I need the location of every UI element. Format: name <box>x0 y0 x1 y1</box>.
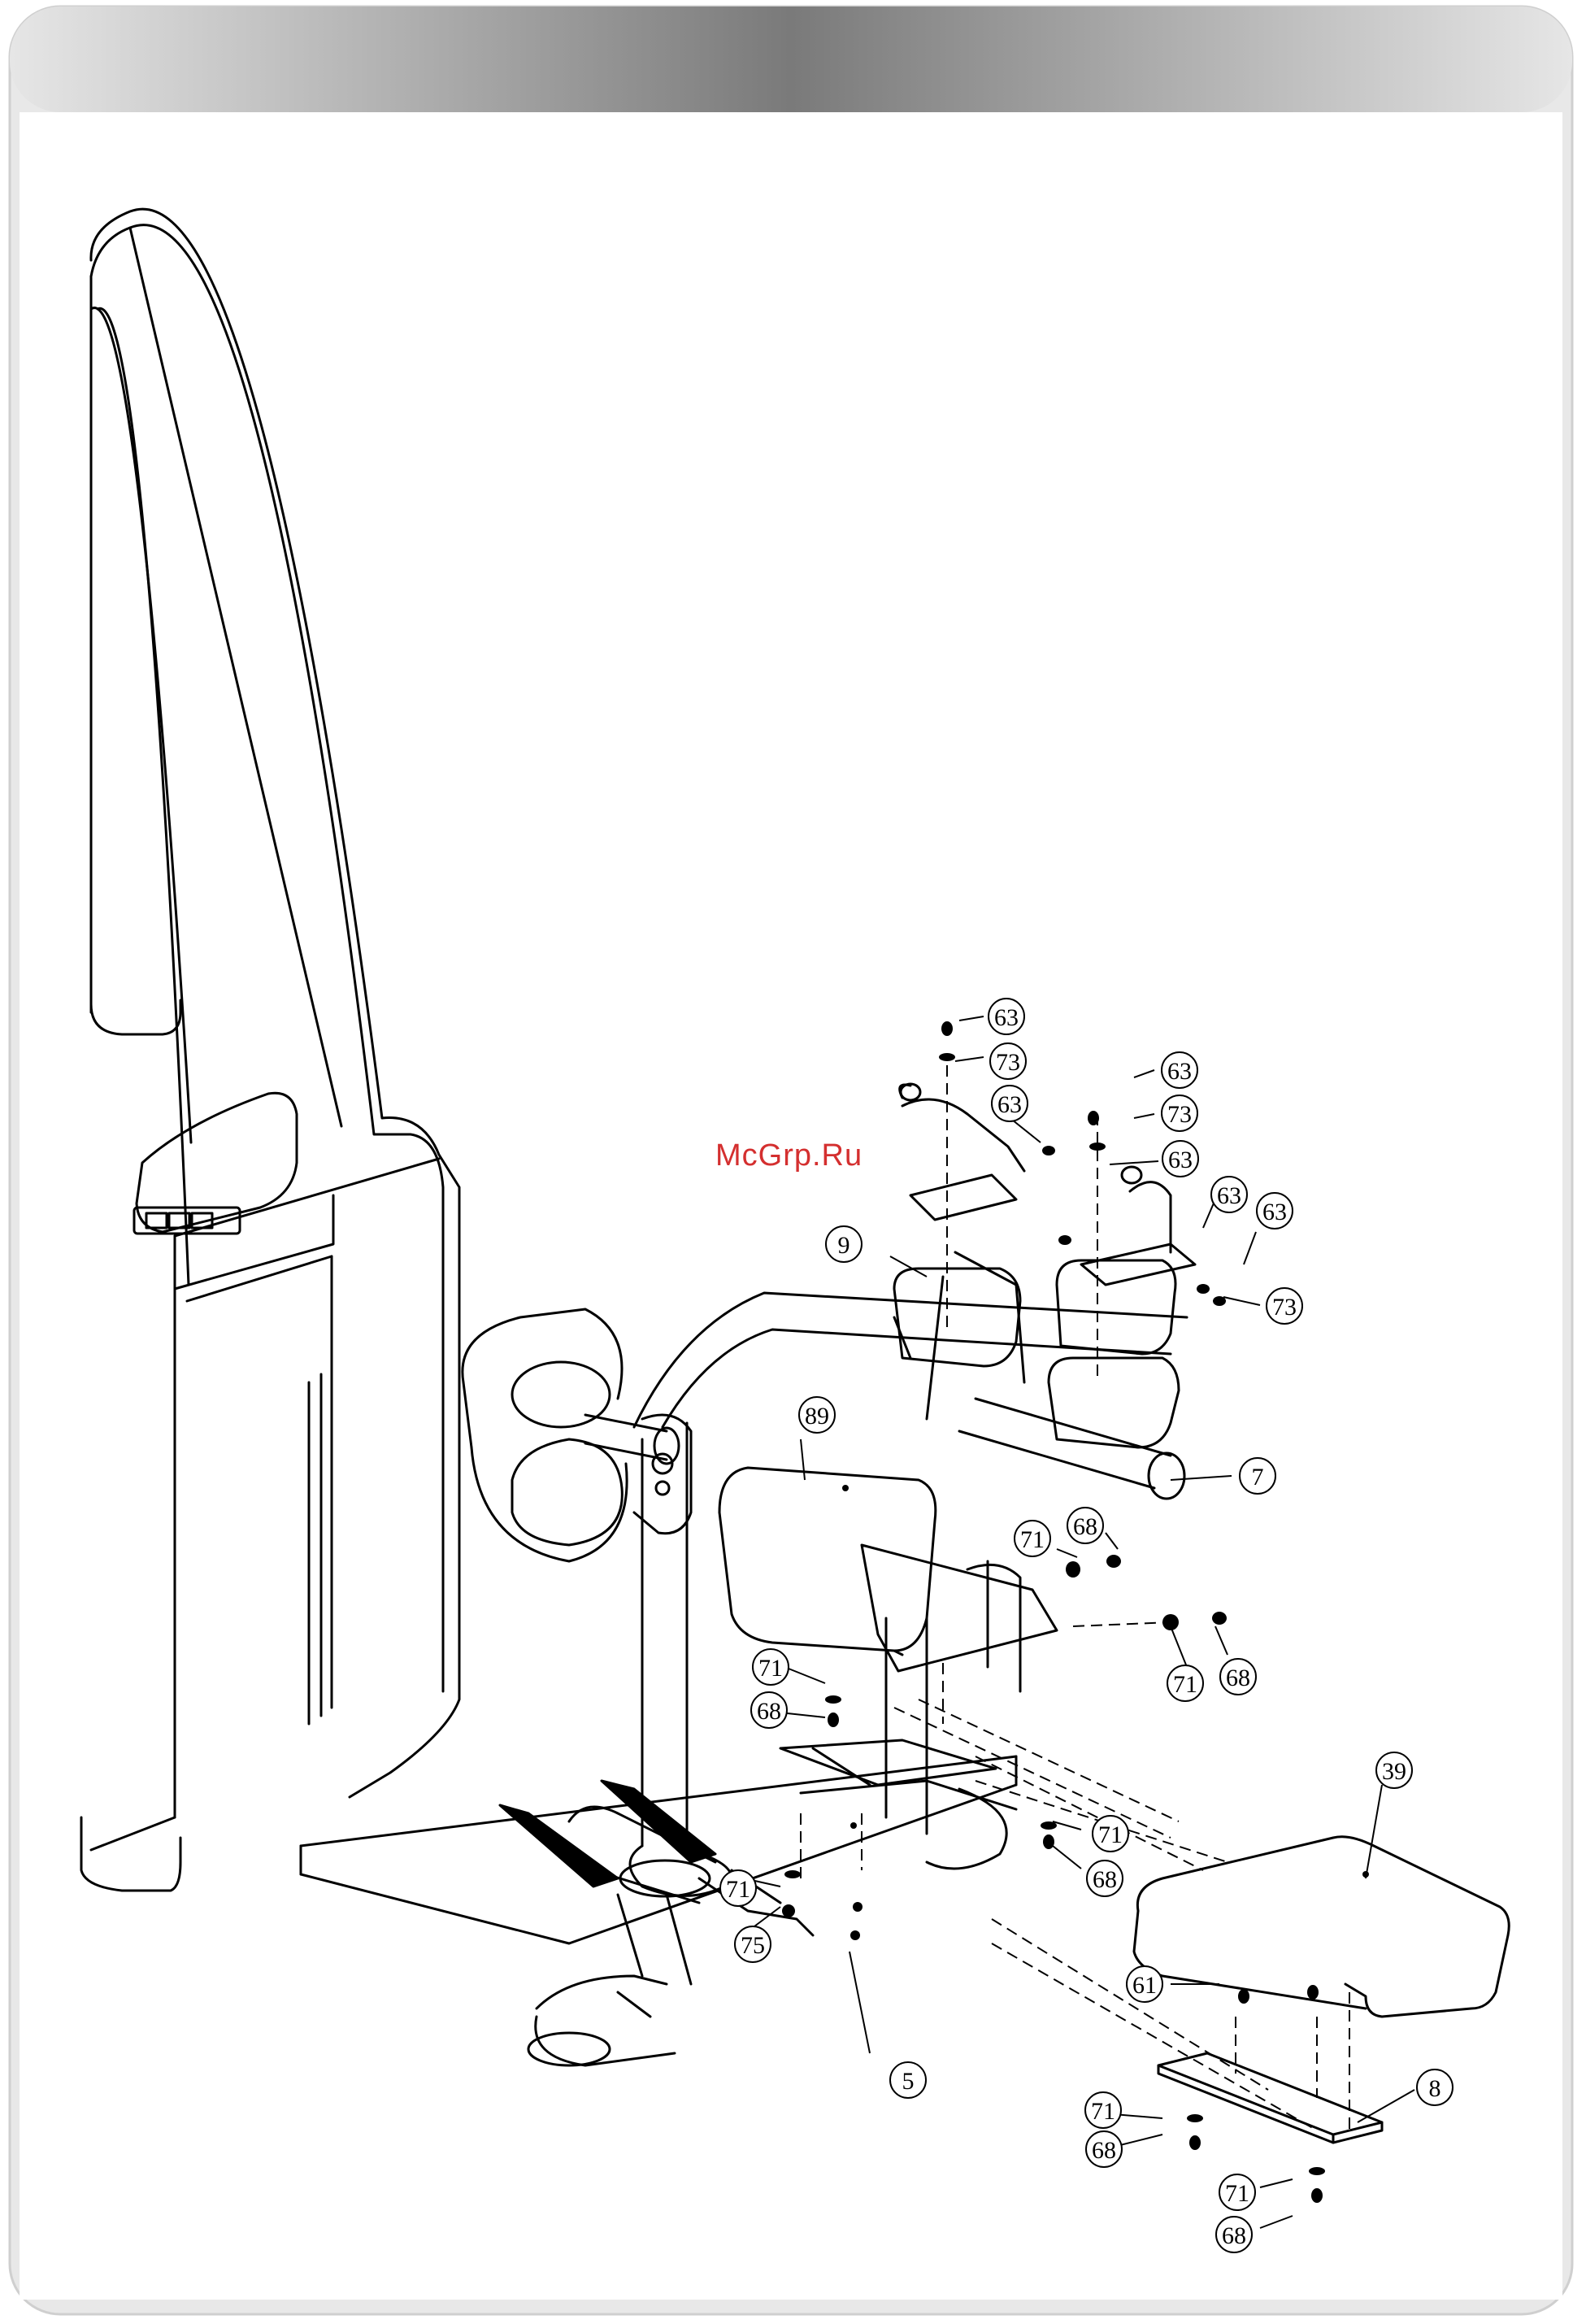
callout-68e: 68 <box>1086 2131 1122 2167</box>
callout-label: 89 <box>805 1403 829 1430</box>
callout-label: 71 <box>1225 2180 1249 2207</box>
callout-label: 63 <box>1167 1058 1192 1085</box>
seat-bracket <box>1158 2053 1382 2143</box>
callout-label: 73 <box>996 1049 1020 1076</box>
callout-71c: 71 <box>753 1649 789 1685</box>
callout-71b: 71 <box>1167 1665 1203 1701</box>
callouts: 63 73 63 63 73 63 63 63 73 9 7 89 71 68 … <box>720 999 1453 2252</box>
callout-68d: 68 <box>1087 1861 1123 1896</box>
callout-label: 63 <box>997 1091 1022 1118</box>
callout-label: 71 <box>758 1655 783 1682</box>
callout-label: 73 <box>1167 1101 1192 1128</box>
callout-61: 61 <box>1127 1966 1162 2002</box>
callout-73b: 73 <box>1162 1095 1197 1131</box>
leader-lines <box>744 1016 1414 2228</box>
callout-label: 9 <box>838 1232 850 1259</box>
seat-frame-bracket <box>780 1740 1016 1809</box>
callout-63d: 63 <box>1162 1141 1198 1177</box>
shoulder-pads <box>894 1084 1195 1447</box>
callout-label: 73 <box>1272 1294 1297 1321</box>
cam-housing <box>463 1309 691 1561</box>
callout-label: 61 <box>1132 1972 1157 1999</box>
callout-7: 7 <box>1240 1458 1275 1494</box>
callout-63b: 63 <box>992 1086 1028 1121</box>
callout-label: 71 <box>726 1876 750 1903</box>
callout-89: 89 <box>799 1397 835 1433</box>
callout-5: 5 <box>890 2062 926 2098</box>
callout-label: 68 <box>757 1698 781 1725</box>
callout-63f: 63 <box>1257 1193 1293 1229</box>
callout-label: 68 <box>1092 2137 1116 2164</box>
callout-68f: 68 <box>1216 2217 1252 2252</box>
callout-9: 9 <box>826 1226 862 1262</box>
callout-71a: 71 <box>1015 1521 1050 1556</box>
callout-label: 39 <box>1382 1758 1406 1785</box>
callout-71d: 71 <box>1093 1816 1128 1852</box>
leg-rollers <box>500 1781 813 2065</box>
callout-label: 71 <box>1098 1821 1123 1848</box>
callout-75: 75 <box>735 1926 771 1962</box>
callout-63a: 63 <box>989 999 1024 1034</box>
callout-8: 8 <box>1417 2069 1453 2105</box>
callout-label: 63 <box>1262 1199 1287 1225</box>
callout-label: 5 <box>902 2068 915 2095</box>
callout-73c: 73 <box>1267 1288 1302 1324</box>
callout-label: 71 <box>1173 1671 1197 1698</box>
callout-68b: 68 <box>1220 1659 1256 1695</box>
callout-71g: 71 <box>1219 2174 1255 2210</box>
callout-71f: 71 <box>1085 2092 1121 2128</box>
callout-label: 75 <box>741 1932 765 1959</box>
callout-68a: 68 <box>1067 1508 1103 1543</box>
callout-label: 63 <box>1217 1182 1241 1209</box>
callout-label: 7 <box>1252 1464 1264 1491</box>
callout-label: 68 <box>1093 1866 1117 1893</box>
weight-stack-tower <box>81 209 459 1891</box>
callout-63e: 63 <box>1211 1177 1247 1212</box>
callout-label: 68 <box>1222 2222 1246 2249</box>
callout-label: 68 <box>1073 1513 1097 1540</box>
callout-71e: 71 <box>720 1870 756 1906</box>
callout-73a: 73 <box>990 1043 1026 1079</box>
callout-label: 71 <box>1020 1526 1045 1553</box>
callout-label: 8 <box>1429 2075 1441 2102</box>
callout-label: 63 <box>994 1004 1019 1031</box>
arm-tube <box>634 1293 1187 1499</box>
callout-63c: 63 <box>1162 1052 1197 1088</box>
callout-label: 68 <box>1226 1665 1250 1691</box>
main-frame <box>301 1423 1016 1943</box>
callout-label: 63 <box>1168 1147 1193 1173</box>
callout-label: 71 <box>1091 2098 1115 2125</box>
callout-39: 39 <box>1376 1752 1412 1788</box>
callout-68c: 68 <box>751 1692 787 1728</box>
